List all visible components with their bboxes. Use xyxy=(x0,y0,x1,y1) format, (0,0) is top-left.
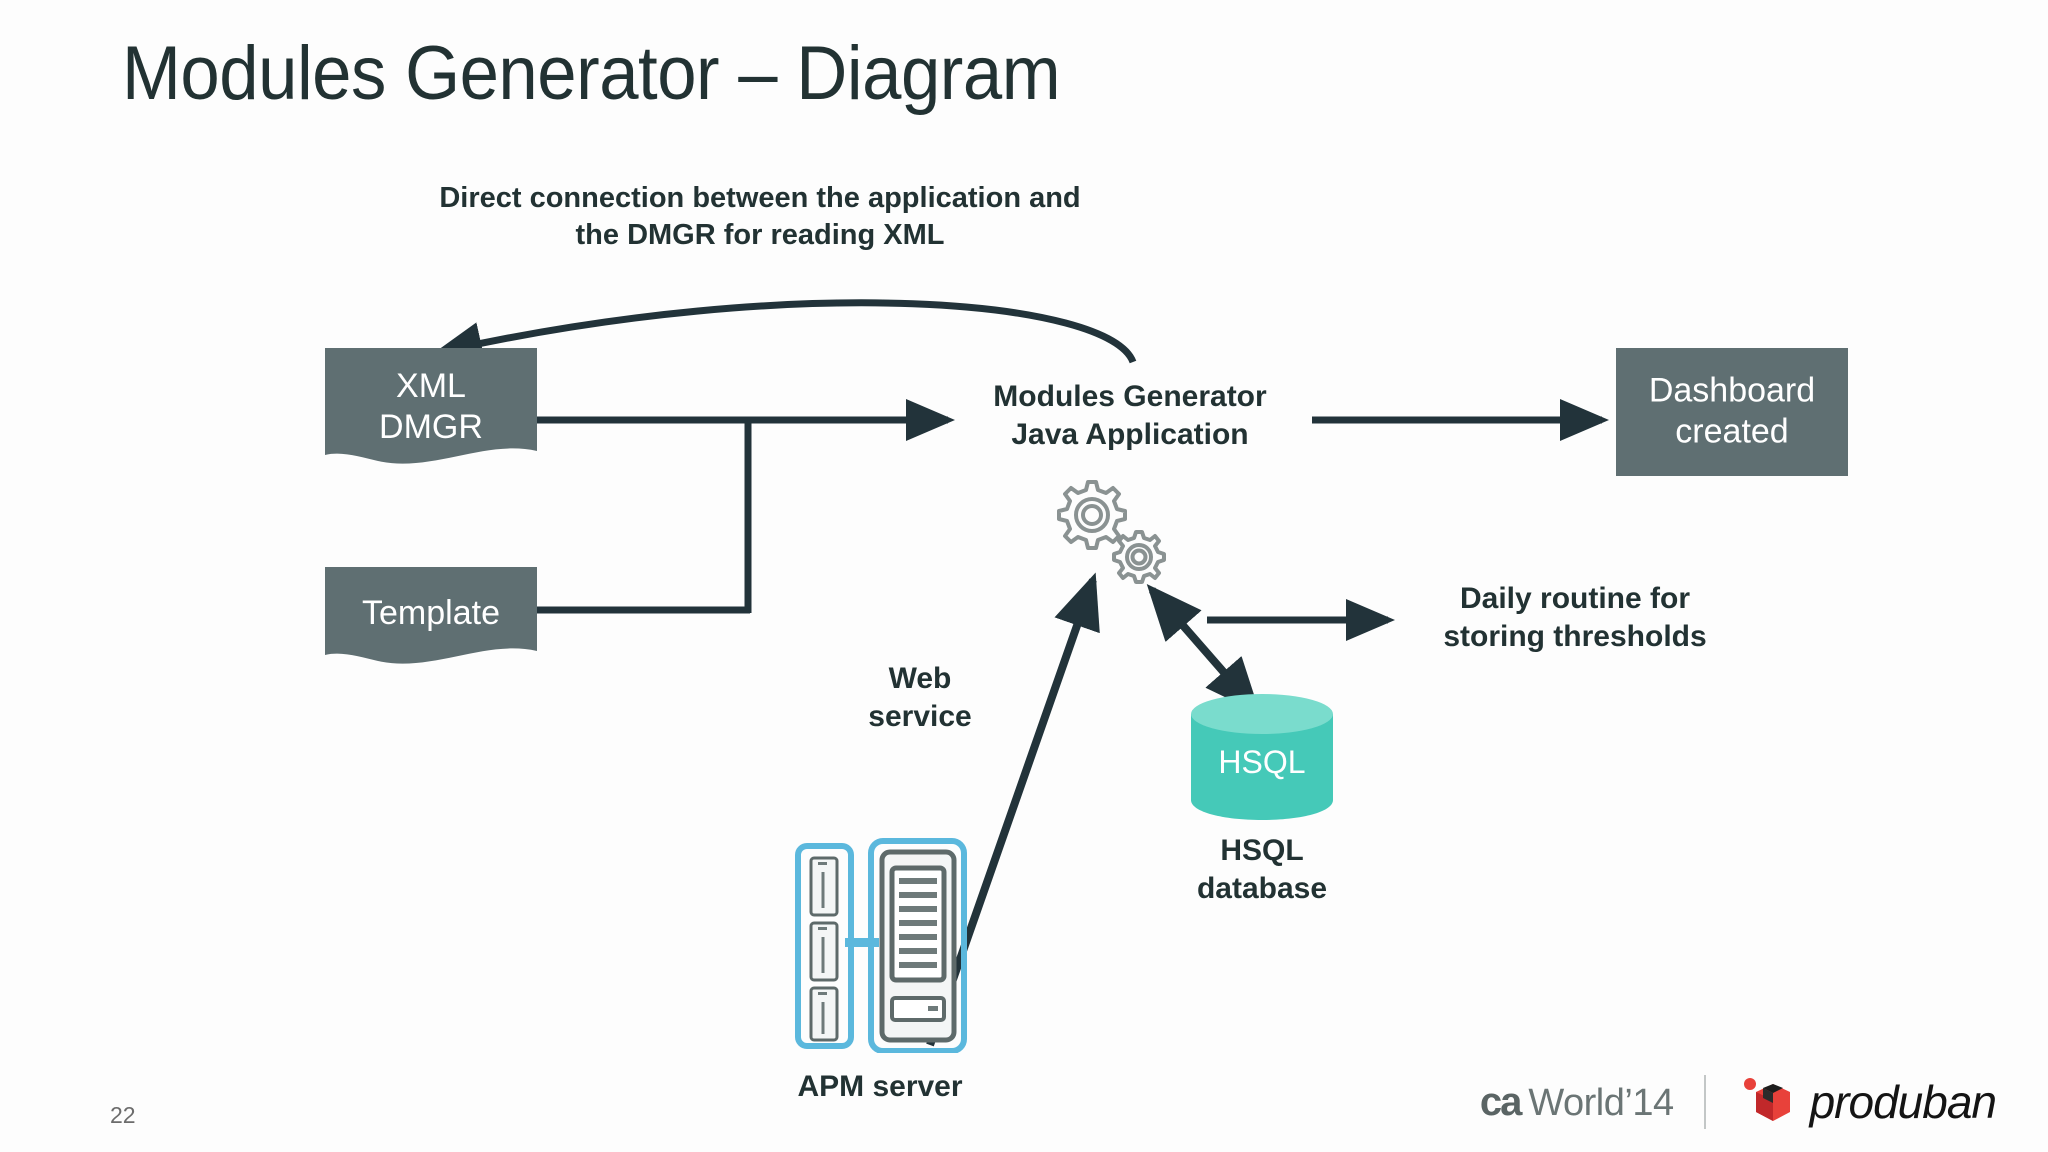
hsql-caption-line-2: database xyxy=(1196,871,1328,905)
xml-dmgr-line-2: DMGR xyxy=(379,408,483,447)
footer-divider xyxy=(1703,1075,1706,1129)
ca-world-logo: ca World’14 xyxy=(1480,1080,1704,1125)
dashboard-line-1: Dashboard xyxy=(1648,371,1816,410)
page-number: 22 xyxy=(110,1102,136,1128)
produban-logo: produban xyxy=(1706,1075,1997,1129)
template-label: Template xyxy=(325,593,537,634)
label-hsql-database: HSQL database xyxy=(1178,832,1346,907)
page-title: Modules Generator – Diagram xyxy=(122,31,1061,116)
label-daily-routine: Daily routine for storing thresholds xyxy=(1390,580,1760,655)
top-note-line-1: Direct connection between the applicatio… xyxy=(439,182,1081,214)
hsql-cylinder-label: HSQL xyxy=(1218,744,1306,780)
daily-routine-line-1: Daily routine for xyxy=(1459,582,1691,615)
gears-icon xyxy=(1040,470,1180,590)
daily-routine-line-2: storing thresholds xyxy=(1443,619,1707,653)
node-dashboard-created[interactable]: Dashboard created xyxy=(1616,348,1848,476)
apm-server-caption: APM server xyxy=(797,1070,963,1103)
node-modules-generator[interactable]: Modules Generator Java Application xyxy=(955,378,1305,453)
xml-dmgr-label: XML DMGR xyxy=(325,366,537,449)
web-service-line-2: service xyxy=(868,699,972,733)
arrow-generator-hsql-bidirectional xyxy=(1146,583,1261,715)
xml-dmgr-line-1: XML xyxy=(396,367,466,405)
xml-dmgr-shape xyxy=(325,348,537,464)
dashboard-line-2: created xyxy=(1675,413,1789,451)
modules-generator-line-1: Modules Generator xyxy=(993,380,1267,413)
produban-cube-icon xyxy=(1743,1078,1790,1121)
footer-logos: ca World’14 produban xyxy=(1480,1072,1997,1132)
modules-generator-line-2: Java Application xyxy=(1011,417,1249,451)
dashboard-label: Dashboard created xyxy=(1616,371,1848,454)
arrow-dmgr-read-curve xyxy=(433,299,1137,364)
label-web-service: Web service xyxy=(830,660,1010,735)
apm-server-icon[interactable] xyxy=(795,838,967,1054)
node-hsql-cylinder[interactable]: HSQL xyxy=(1189,692,1335,822)
node-template[interactable]: Template xyxy=(325,567,537,670)
cylinder-shape xyxy=(1191,694,1333,820)
label-apm-server: APM server xyxy=(760,1068,1000,1106)
ca-world-label: World’14 xyxy=(1528,1081,1674,1124)
top-annotation-note: Direct connection between the applicatio… xyxy=(330,180,1190,254)
produban-wordmark: produban xyxy=(1809,1076,1997,1128)
hsql-caption-line-1: HSQL xyxy=(1220,834,1304,867)
template-line-1: Template xyxy=(362,594,500,632)
template-shape xyxy=(325,567,537,664)
ca-logo-mark: ca xyxy=(1479,1079,1522,1124)
node-xml-dmgr[interactable]: XML DMGR xyxy=(325,348,537,470)
top-note-line-2: the DMGR for reading XML xyxy=(575,219,945,252)
web-service-line-1: Web xyxy=(888,662,952,695)
